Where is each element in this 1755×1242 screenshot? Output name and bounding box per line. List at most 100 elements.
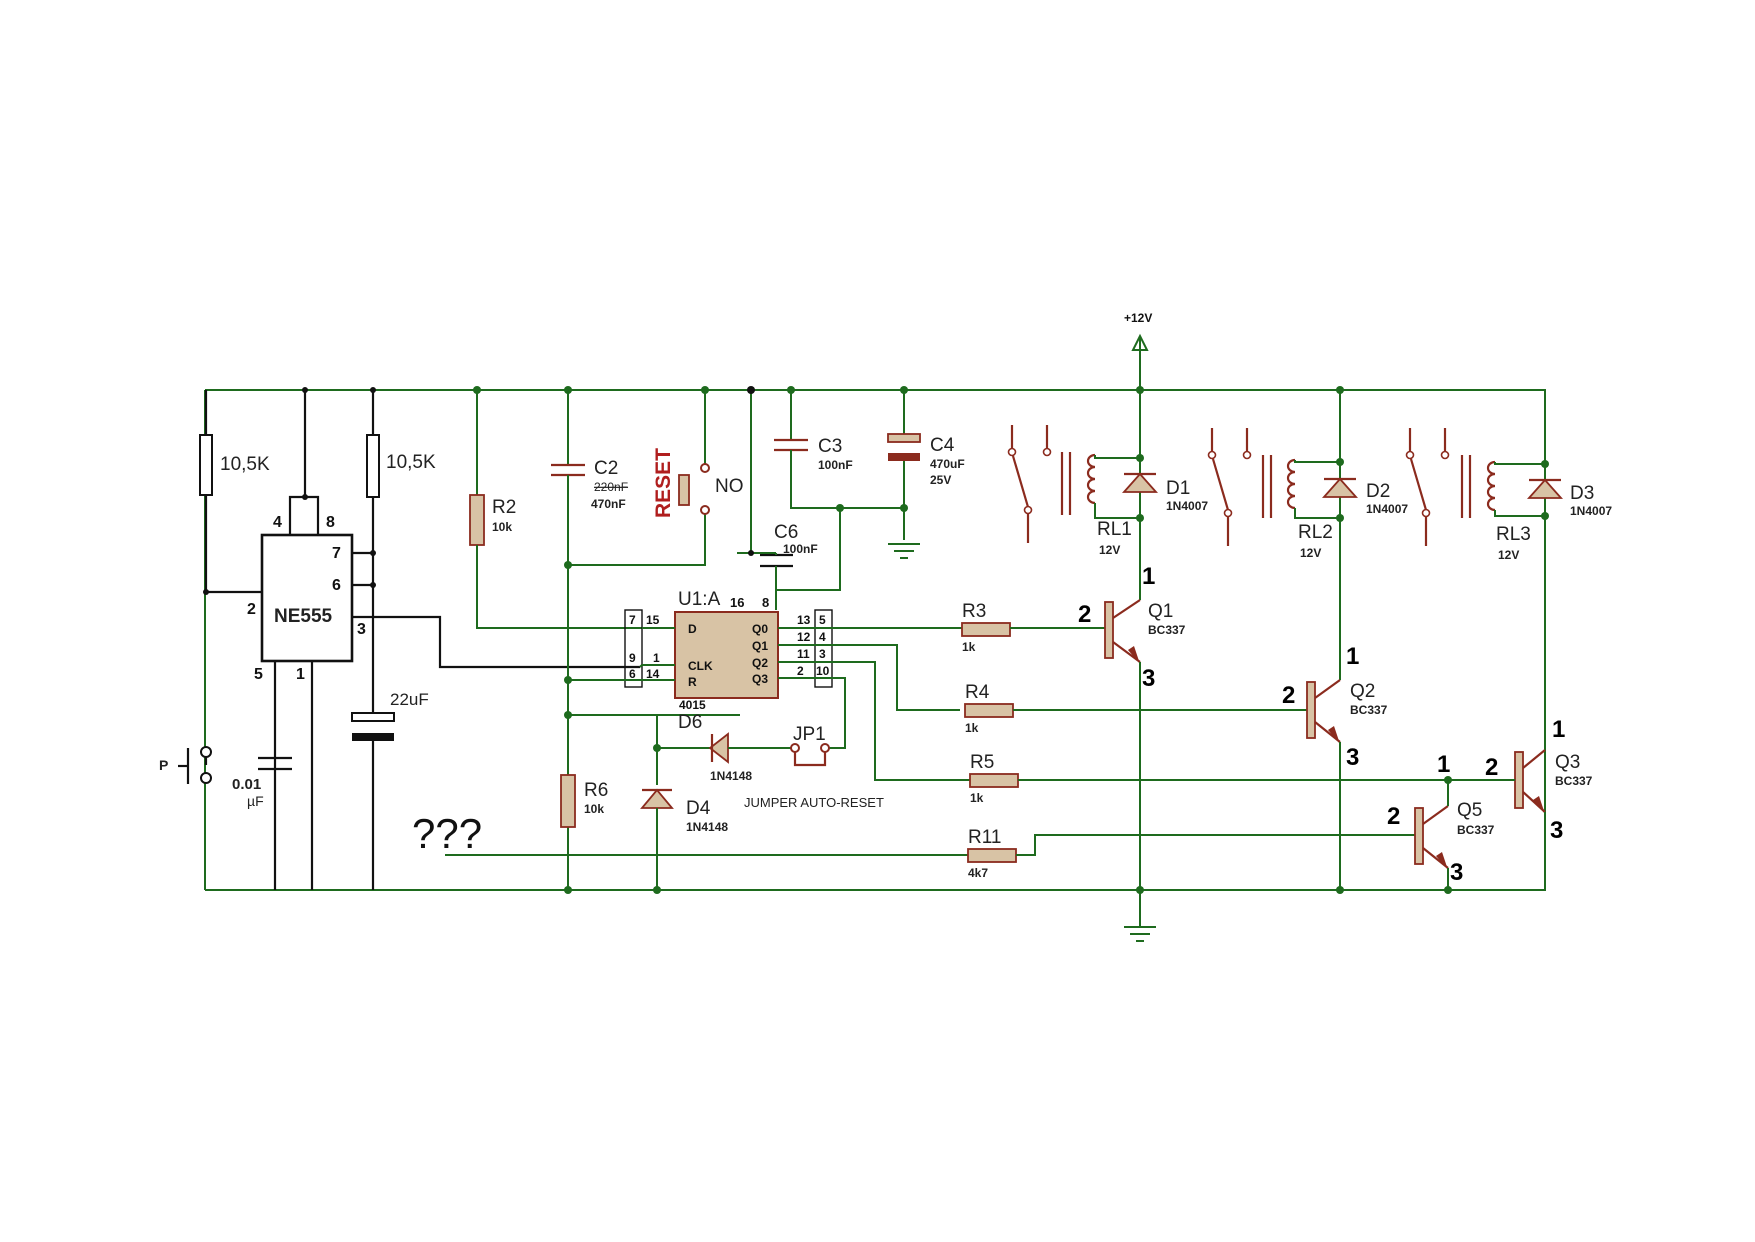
ne555-pin-3: 3: [357, 621, 366, 638]
counter-pin-q1: Q1: [752, 639, 768, 653]
q2-pin-b: 2: [1282, 682, 1295, 709]
supply-label: +12V: [1124, 311, 1152, 325]
ne555-pin-1: 1: [296, 666, 305, 683]
q5-pin-c: 1: [1437, 751, 1450, 778]
rl3-name: RL3: [1496, 524, 1531, 545]
reset-contact: NO: [715, 476, 744, 497]
counter-num-12: 12: [797, 630, 811, 644]
r3-value: 1k: [962, 640, 976, 654]
relay-stage-3: [1405, 428, 1564, 750]
r6-value: 10k: [584, 802, 604, 816]
rl1-name: RL1: [1097, 519, 1132, 540]
counter-pin-16: 16: [730, 595, 744, 610]
r4-value: 1k: [965, 721, 979, 735]
unknown-input-label: ???: [412, 810, 482, 857]
ne555-pin-4: 4: [273, 514, 282, 531]
cap-timing-label: 22uF: [390, 690, 429, 709]
counter-section: [469, 386, 970, 894]
q5-pin-b: 2: [1387, 803, 1400, 830]
cap-ctrl-value: 0.01: [232, 776, 261, 793]
q3-pin-e: 3: [1550, 817, 1563, 844]
d1-value: 1N4007: [1166, 499, 1208, 513]
r11-name: R11: [968, 827, 1001, 848]
transistor-q3: [1445, 749, 1546, 890]
reset-label: RESET: [652, 448, 675, 518]
ne555-pin-7: 7: [332, 545, 341, 562]
transistor-q5: [1414, 776, 1452, 894]
r2-value: 10k: [492, 520, 512, 534]
d3-name: D3: [1570, 483, 1594, 504]
q2-name: Q2: [1350, 681, 1375, 702]
c4-name: C4: [930, 435, 955, 456]
counter-pin-d: D: [688, 622, 697, 636]
relay-stage-1: [1007, 386, 1159, 600]
ne555-pin-8: 8: [326, 514, 335, 531]
c2-name: C2: [594, 458, 618, 479]
counter-num-4: 4: [819, 630, 826, 644]
counter-num-13: 13: [797, 613, 811, 627]
counter-num-9: 9: [629, 651, 636, 665]
d4-name: D4: [686, 798, 711, 819]
counter-num-3: 3: [819, 647, 826, 661]
r6-name: R6: [584, 780, 608, 801]
r5-value: 1k: [970, 791, 984, 805]
q3-name: Q3: [1555, 752, 1580, 773]
q1-value: BC337: [1148, 623, 1186, 637]
counter-pin-q0: Q0: [752, 622, 768, 636]
q5-pin-e: 3: [1450, 859, 1463, 886]
c6-value: 100nF: [783, 542, 818, 556]
counter-num-15: 15: [646, 613, 660, 627]
button-label: P: [159, 757, 168, 773]
q2-pin-e: 3: [1346, 744, 1359, 771]
counter-num-11: 11: [797, 647, 810, 661]
transistor-q1: [1104, 599, 1144, 894]
counter-pin-8: 8: [762, 595, 769, 610]
counter-num-2: 2: [797, 664, 804, 678]
cap-ctrl-unit: µF: [247, 793, 264, 809]
r2-name: R2: [492, 497, 516, 518]
q5-name: Q5: [1457, 800, 1482, 821]
d2-value: 1N4007: [1366, 502, 1408, 516]
ne555-section: [178, 387, 640, 890]
q3-pin-c: 1: [1552, 716, 1565, 743]
q1-name: Q1: [1148, 601, 1173, 622]
rl1-volt: 12V: [1099, 543, 1120, 557]
counter-part: 4015: [679, 698, 706, 712]
counter-num-7: 7: [629, 613, 636, 627]
r11-value: 4k7: [968, 866, 988, 880]
counter-pin-q3: Q3: [752, 672, 768, 686]
ne555-name: NE555: [274, 606, 333, 627]
q5-value: BC337: [1457, 823, 1495, 837]
transistor-q2: [1306, 679, 1344, 894]
r4-name: R4: [965, 682, 990, 703]
d2-name: D2: [1366, 481, 1390, 502]
counter-num-1: 1: [653, 651, 660, 665]
driver-resistors: [445, 622, 1445, 863]
q1-pin-e: 3: [1142, 665, 1155, 692]
q3-value: BC337: [1555, 774, 1593, 788]
d6-value: 1N4148: [710, 769, 752, 783]
counter-pin-r: R: [688, 675, 697, 689]
d4-value: 1N4148: [686, 820, 728, 834]
counter-pin-q2: Q2: [752, 656, 768, 670]
ne555-pin-2: 2: [247, 601, 256, 618]
r-top-right-label: 10,5K: [386, 452, 436, 473]
d3-value: 1N4007: [1570, 504, 1612, 518]
counter-num-10: 10: [816, 664, 830, 678]
q2-pin-c: 1: [1346, 643, 1359, 670]
jp1-name: JP1: [793, 724, 826, 745]
rl3-volt: 12V: [1498, 548, 1519, 562]
d1-name: D1: [1166, 478, 1190, 499]
c3-value: 100nF: [818, 458, 853, 472]
q2-value: BC337: [1350, 703, 1388, 717]
relay-stage-2: [1207, 386, 1359, 680]
q3-pin-b: 2: [1485, 754, 1498, 781]
c4-voltage: 25V: [930, 473, 951, 487]
c2-value: 470nF: [591, 497, 626, 511]
ne555-pin-6: 6: [332, 577, 341, 594]
counter-num-14: 14: [646, 667, 660, 681]
c2-value-struck: 220nF: [594, 480, 628, 494]
c4-value: 470uF: [930, 457, 965, 471]
counter-num-5: 5: [819, 613, 826, 627]
